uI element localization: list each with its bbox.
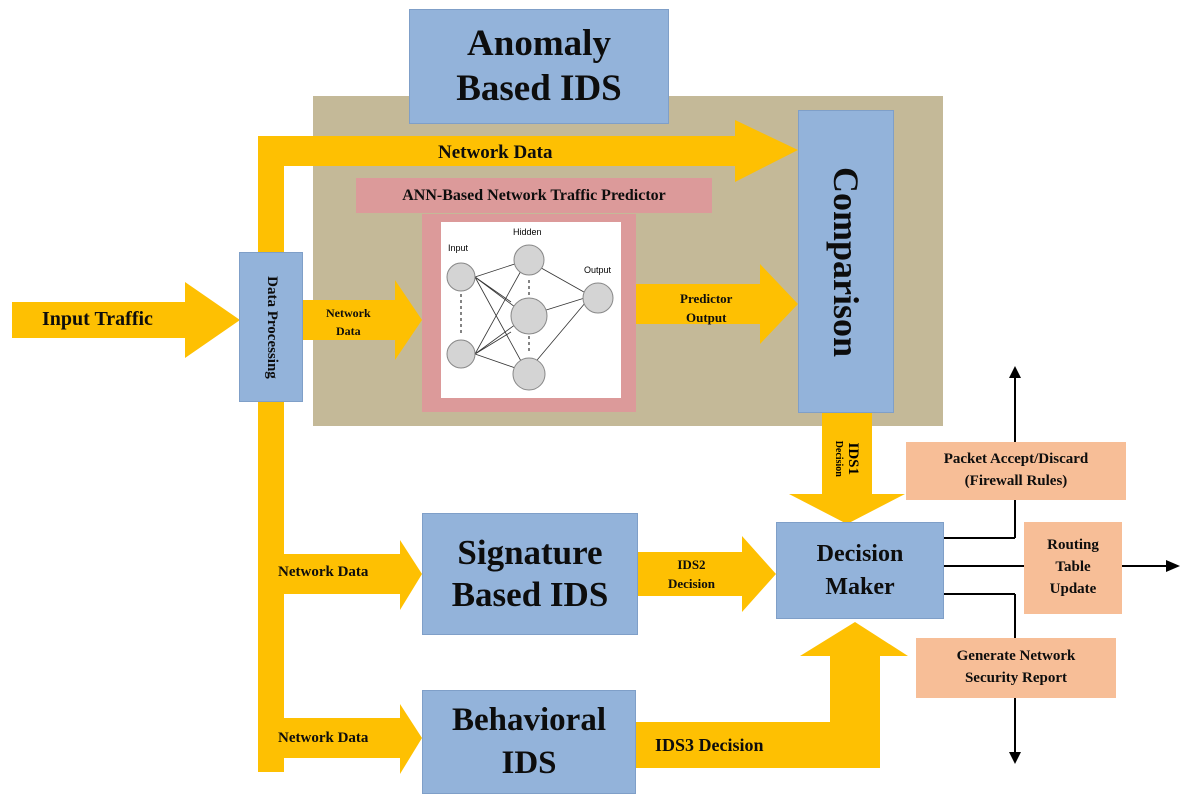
ann-predictor-title: ANN-Based Network Traffic Predictor [356, 178, 712, 213]
neural-net-diagram [446, 244, 614, 391]
hidden-node-3 [512, 357, 546, 391]
input-traffic-arrow [12, 282, 240, 358]
ids1-decision-arrow [789, 412, 905, 524]
data-processing-label: Data Processing [263, 275, 280, 379]
up-arrowhead [1009, 366, 1021, 378]
decision-maker-box: Decision Maker [776, 522, 944, 619]
down-arrowhead [1009, 752, 1021, 764]
nn-output-label: Output [584, 265, 612, 275]
network-data-signature-label: Network Data [278, 564, 369, 580]
ids1-label-line2: Decision [833, 440, 845, 478]
ids2-decision-arrow [638, 536, 776, 612]
network-data-ann-label: Network Data [326, 306, 371, 338]
ids3-decision-label: IDS3 Decision [655, 735, 764, 755]
hidden-node-2 [510, 297, 548, 335]
ids2-decision-label: IDS2 Decision [668, 557, 715, 591]
network-data-ann-arrow [303, 280, 422, 360]
ids1-decision-label: IDS1 Decision [822, 424, 872, 494]
network-data-behavioral-label: Network Data [278, 730, 369, 746]
network-data-top-arrow [258, 120, 798, 182]
routing-table-box: Routing Table Update [1024, 522, 1122, 614]
ids1-label-line1: IDS1 [844, 442, 861, 476]
data-processing-box: Data Processing [239, 252, 303, 402]
security-report-box: Generate Network Security Report [916, 638, 1116, 698]
input-node-1 [446, 262, 476, 292]
comparison-label: Comparison [826, 166, 866, 357]
input-node-2 [446, 339, 476, 369]
behavioral-ids-box: Behavioral IDS [422, 690, 636, 794]
signature-ids-box: Signature Based IDS [422, 513, 638, 635]
neural-net-image: Input Hidden Output [441, 222, 621, 398]
network-data-behavioral-arrow [284, 704, 422, 774]
predictor-output-label: Predictor Output [680, 291, 733, 325]
predictor-output-arrow [636, 264, 798, 344]
ids3-decision-arrow [636, 622, 908, 768]
anomaly-ids-box: Anomaly Based IDS [409, 9, 669, 124]
nn-hidden-label: Hidden [513, 227, 542, 237]
trunk-lower [258, 400, 284, 772]
output-node [582, 282, 614, 314]
input-traffic-label: Input Traffic [42, 308, 153, 330]
nn-input-label: Input [448, 243, 469, 253]
network-data-top-label: Network Data [438, 142, 553, 163]
network-data-signature-arrow [284, 540, 422, 610]
packet-accept-box: Packet Accept/Discard (Firewall Rules) [906, 442, 1126, 500]
hidden-node-1 [513, 244, 545, 276]
right-arrowhead [1166, 560, 1180, 572]
comparison-box: Comparison [798, 110, 894, 413]
